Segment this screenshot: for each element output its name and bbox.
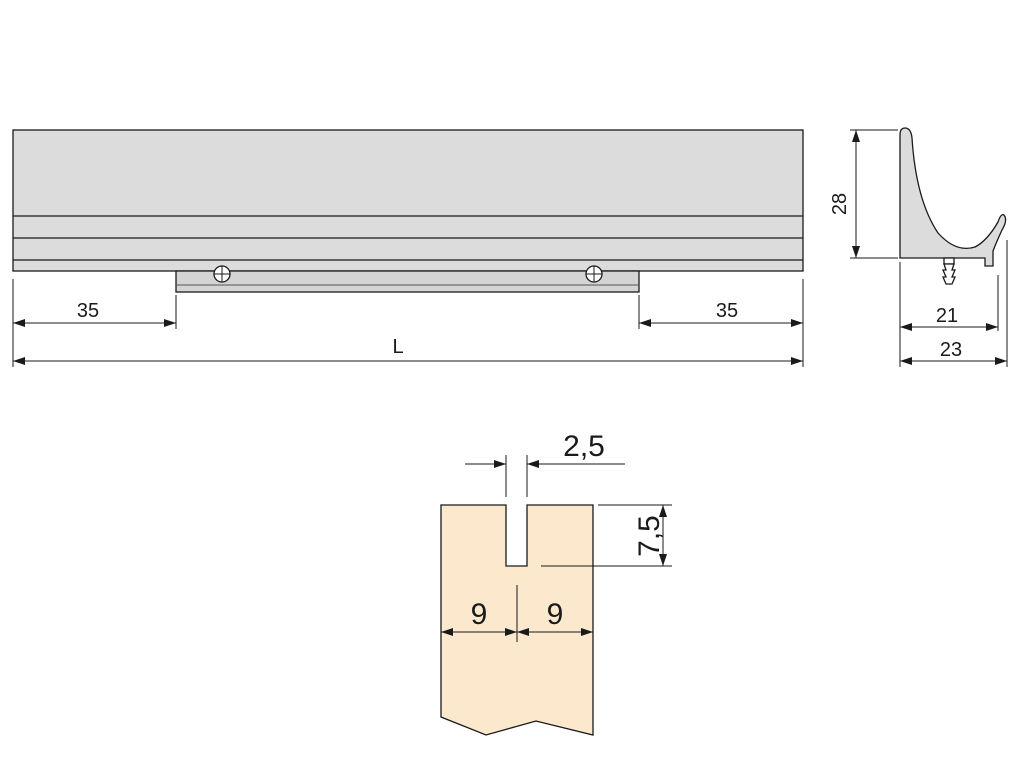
handle-profile-front: [12, 129, 804, 272]
groove-detail: 2,5 7,5 9 9: [440, 430, 672, 736]
fixing-pin: [942, 257, 956, 285]
dim-label-right-offset: 9: [547, 598, 564, 631]
dim-label-right-35: 35: [716, 300, 738, 322]
dim-label-groove-depth: 7,5: [633, 515, 666, 557]
mounting-plate: [175, 270, 640, 293]
dim-label-height-28: 28: [829, 193, 851, 215]
screw-hole-left: [213, 265, 231, 283]
front-view: 35 35 L: [12, 129, 804, 367]
side-view: 28 21 23: [829, 127, 1008, 367]
screw-hole-right: [585, 265, 603, 283]
dim-label-groove-width: 2,5: [563, 430, 605, 463]
dim-label-left-offset: 9: [471, 598, 488, 631]
dim-label-width-23: 23: [940, 339, 962, 361]
dim-label-length: L: [392, 336, 403, 358]
dim-label-width-21: 21: [936, 305, 958, 327]
dim-label-left-35: 35: [77, 300, 99, 322]
handle-profile-side: [899, 127, 1007, 267]
